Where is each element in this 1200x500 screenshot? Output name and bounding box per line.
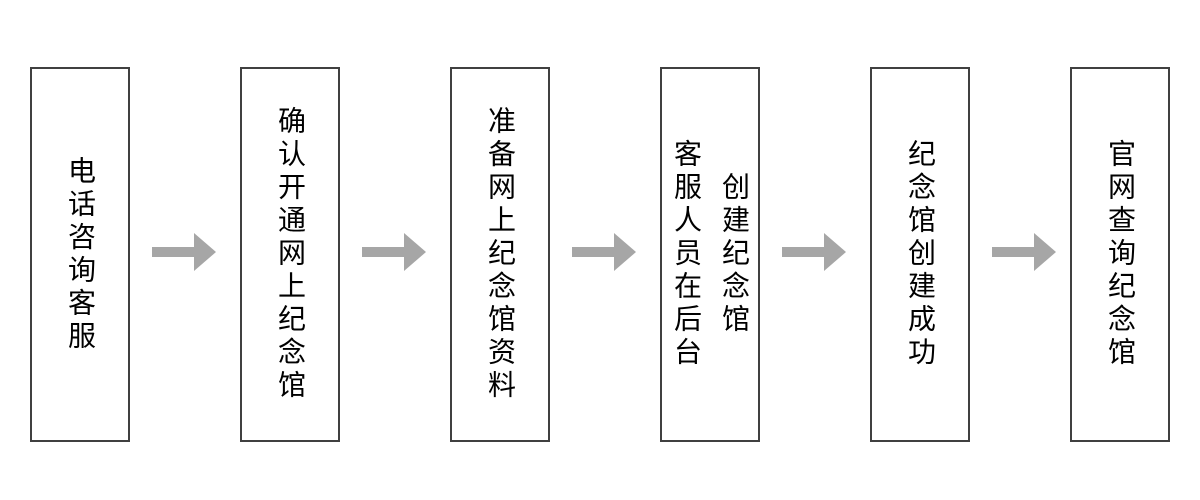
flow-step-line: 客服人员在后台 — [671, 139, 702, 370]
flow-step-create-success: 纪念馆创建成功 — [870, 67, 970, 442]
flow-step-confirm-open: 确认开通网上纪念馆 — [240, 67, 340, 442]
flow-step-text: 纪念馆创建成功 — [896, 69, 944, 440]
flow-step-line: 确认开通网上纪念馆 — [275, 106, 306, 403]
flow-step-backend-create: 客服人员在后台 创建纪念馆 — [660, 67, 760, 442]
flow-step-line: 纪念馆创建成功 — [905, 139, 936, 370]
flow-arrow-icon — [152, 233, 216, 271]
flow-arrow-icon — [362, 233, 426, 271]
flow-step-text: 准备网上纪念馆资料 — [476, 69, 524, 440]
flow-step-prepare-materials: 准备网上纪念馆资料 — [450, 67, 550, 442]
flow-step-line: 电话咨询客服 — [65, 155, 96, 354]
flow-step-text: 官网查询纪念馆 — [1096, 69, 1144, 440]
flow-step-text: 确认开通网上纪念馆 — [266, 69, 314, 440]
flow-arrow-icon — [782, 233, 846, 271]
flow-step-line: 准备网上纪念馆资料 — [485, 106, 516, 403]
flow-arrow-icon — [572, 233, 636, 271]
flow-step-official-site-query: 官网查询纪念馆 — [1070, 67, 1170, 442]
flow-arrow-icon — [992, 233, 1056, 271]
flow-step-text: 客服人员在后台 创建纪念馆 — [662, 69, 758, 440]
flow-step-text: 电话咨询客服 — [56, 69, 104, 440]
flow-step-line: 官网查询纪念馆 — [1105, 139, 1136, 370]
flow-step-phone-consult: 电话咨询客服 — [30, 67, 130, 442]
flow-step-line: 创建纪念馆 — [719, 172, 750, 337]
